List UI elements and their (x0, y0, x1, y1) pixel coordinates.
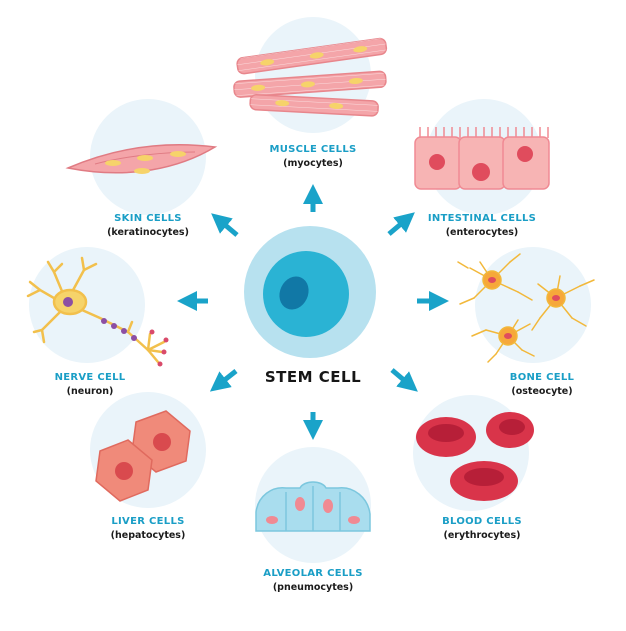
cell-type: (myocytes) (283, 158, 343, 169)
label-blood-cells: BLOOD CELLS (erythrocytes) (392, 515, 572, 543)
nerve-cell-illustration (26, 256, 169, 367)
alveolar-cells-illustration (255, 481, 371, 532)
arrow-down-right-icon (390, 368, 418, 392)
cell-type: (erythrocytes) (443, 530, 521, 541)
cell-name: ALVEOLAR CELLS (263, 568, 363, 579)
cell-type: (neuron) (66, 386, 114, 397)
nerve-bg-circle (29, 247, 145, 363)
cell-type: (hepatocytes) (110, 530, 186, 541)
muscle-cells-illustration (233, 37, 388, 117)
cell-type: (pneumocytes) (272, 582, 354, 593)
label-muscle-cells: MUSCLE CELLS (myocytes) (223, 143, 403, 171)
liver-cells-illustration (95, 410, 191, 502)
label-intestinal-cells: INTESTINAL CELLS (enterocytes) (392, 212, 572, 240)
label-liver-cells: LIVER CELLS (hepatocytes) (58, 515, 238, 543)
cell-type: (keratinocytes) (107, 227, 189, 238)
cell-name: INTESTINAL CELLS (427, 213, 537, 224)
label-nerve-cell: NERVE CELL (neuron) (0, 371, 180, 399)
bone-cells-illustration (457, 253, 595, 363)
label-skin-cells: SKIN CELLS (keratinocytes) (58, 212, 238, 240)
arrows (177, 184, 449, 440)
cell-name: NERVE CELL (54, 372, 126, 383)
label-alveolar-cells: ALVEOLAR CELLS (pneumocytes) (223, 567, 403, 595)
stem-cell-title: STEM CELL (264, 368, 362, 386)
blood-cells-illustration (416, 412, 534, 501)
cell-name: MUSCLE CELLS (269, 144, 357, 155)
label-bone-cell: BONE CELL (osteocyte) (452, 371, 626, 399)
arrow-up-left-icon (211, 213, 239, 237)
cell-type: (enterocytes) (445, 227, 519, 238)
cell-name: SKIN CELLS (114, 213, 182, 224)
cell-name: BLOOD CELLS (442, 516, 522, 527)
bone-bg-circle (475, 247, 591, 363)
cell-name: BONE CELL (509, 372, 575, 383)
cell-name: LIVER CELLS (111, 516, 185, 527)
stem-cell-illustration (244, 226, 376, 358)
cell-type: (osteocyte) (511, 386, 573, 397)
skin-cell-illustration (65, 144, 218, 174)
intestinal-cells-illustration (414, 127, 550, 190)
arrow-up-right-icon (387, 212, 415, 236)
arrow-down-left-icon (209, 369, 238, 392)
